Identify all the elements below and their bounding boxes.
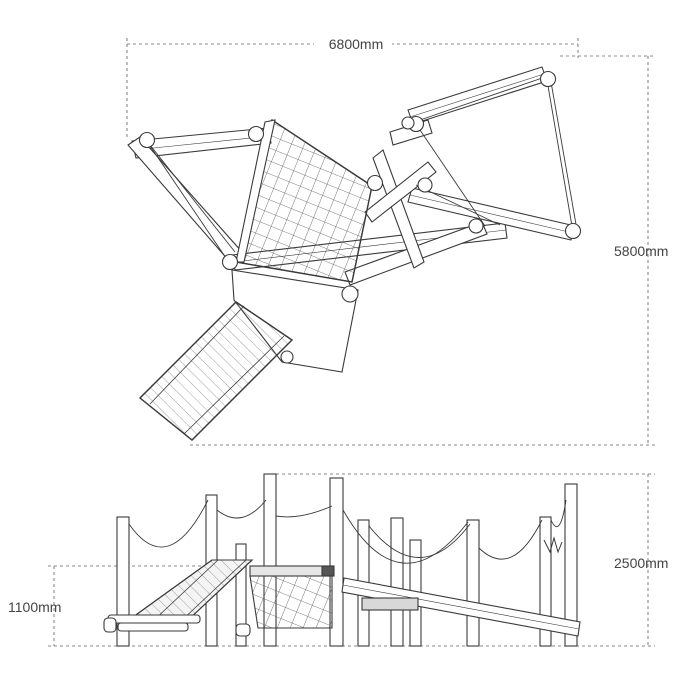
plan-beam-center-short: [364, 161, 437, 223]
dimension-labels: 6800mm 5800mm 2500mm 1100mm: [8, 36, 668, 615]
platform-height-dimension-line: [48, 565, 225, 646]
side-elevation: [48, 473, 655, 647]
plan-posts: [138, 70, 582, 364]
elevation-ropes: [128, 499, 567, 564]
height-dimension-line: [270, 473, 655, 646]
elevation-slide: [107, 559, 254, 632]
elevation-beam-long: [341, 577, 581, 637]
plan-beam-left-diagonal: [127, 136, 243, 263]
plan-slide: [138, 301, 294, 441]
width-dimension-line: [126, 38, 579, 140]
plan-ropes: [145, 75, 578, 259]
height-dimension-label: 2500mm: [614, 555, 668, 571]
elevation-beam-low: [361, 597, 419, 611]
plan-climbing-net: [235, 118, 373, 283]
plan-beam-center-cross: [372, 149, 425, 269]
plan-beam-right-upper: [407, 66, 548, 125]
depth-dimension-label: 5800mm: [614, 243, 668, 259]
elevation-platform: [249, 565, 335, 629]
platform-height-dimension-label: 1100mm: [8, 599, 61, 615]
plan-view: [126, 38, 655, 446]
depth-dimension-line: [190, 55, 655, 446]
elevation-base-logs: [103, 617, 251, 637]
width-dimension-label: 6800mm: [329, 36, 383, 52]
plan-platform: [231, 269, 359, 373]
